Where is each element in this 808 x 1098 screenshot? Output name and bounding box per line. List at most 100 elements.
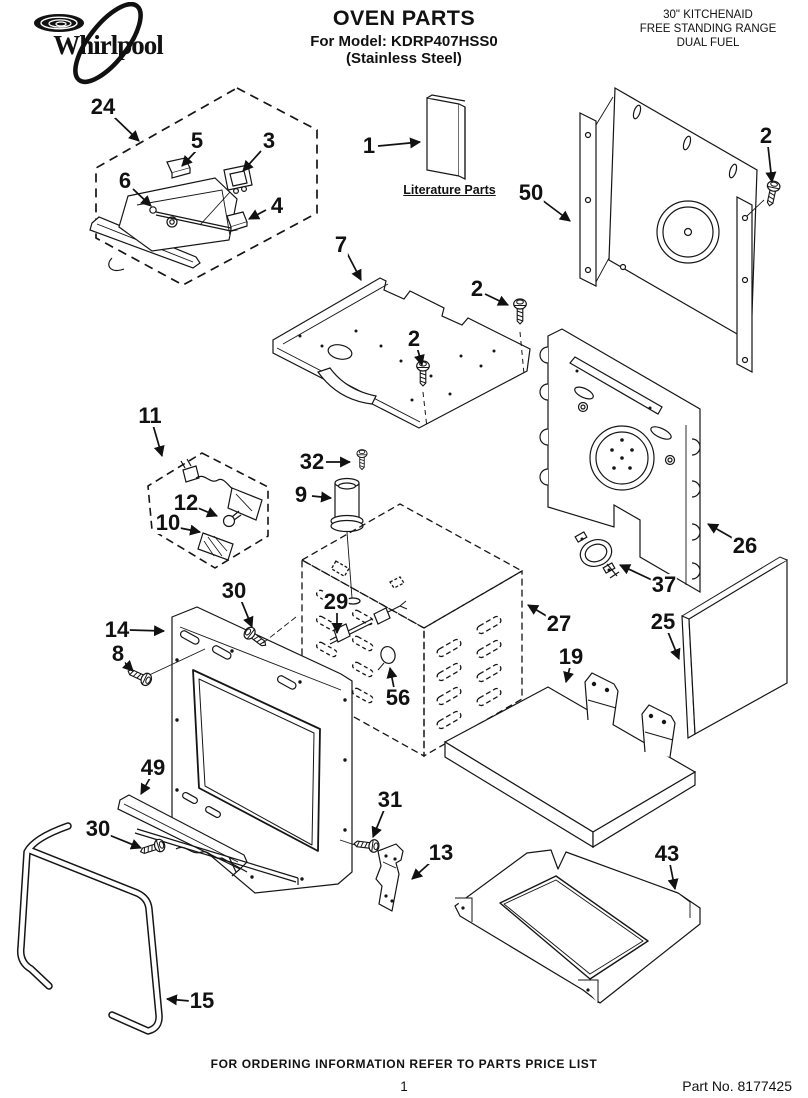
title-block: OVEN PARTS For Model: KDRP407HSS0 (Stain… [254,6,554,67]
callout-arrow-50-6 [541,199,571,222]
finish-line: (Stainless Steel) [346,50,462,67]
callout-label-49-26: 49 [139,755,167,780]
control-bracket-assembly [89,157,253,272]
part-10-lens [197,532,234,561]
callout-arrow-37-17 [618,564,653,581]
callout-arrow-1-5 [377,137,422,149]
part-number: Part No. 8177425 [682,1078,792,1094]
callout-label-9-13: 9 [293,482,309,507]
ordering-note: FOR ORDERING INFORMATION REFER TO PARTS … [210,1057,598,1071]
callout-label-56-25: 56 [384,685,412,710]
part-6-screw-head [149,206,157,214]
callout-arrow-15-31 [165,994,191,1006]
appliance-description: 30" KITCHENAID FREE STANDING RANGE DUAL … [610,8,806,50]
part-56-plug [377,645,396,671]
callout-label-30-27: 30 [84,816,112,841]
whirlpool-swirl-icon [34,14,84,32]
page-header: Whirlpool OVEN PARTS For Model: KDRP407H… [0,0,808,85]
callout-arrow-19-23 [563,666,574,684]
callout-arrow-49-26 [140,777,151,795]
callout-label-15-31: 15 [188,988,216,1013]
part-43-bottom-pan [454,849,701,1004]
callout-label-31-28: 31 [376,787,404,812]
callout-label-24-0: 24 [89,94,117,119]
callout-label-5-1: 5 [189,128,205,153]
part-11-light-shield-outline [147,452,269,569]
callout-label-6-3: 6 [117,168,133,193]
callout-label-26-16: 26 [731,533,759,558]
part-12-bulb [222,510,242,528]
callout-label-13-29: 13 [427,840,455,865]
part-31-screw [352,836,381,854]
callout-label-3-2: 3 [261,128,277,153]
part-24-control-shield-outline [95,87,318,286]
screw-30a-leader [262,616,297,644]
page-number: 1 [400,1079,408,1094]
literature-parts-caption: Literature Parts [403,183,496,197]
part-49-trim-rail [117,794,299,885]
model-line: For Model: KDRP407HSS0 [310,33,498,50]
part-2-screw-b [513,298,527,325]
callout-label-37-17: 37 [650,572,678,597]
callout-label-50-6: 50 [517,180,545,205]
callout-arrow-2-10 [414,346,425,367]
callout-label-10-15: 10 [154,510,182,535]
callout-label-11-11: 11 [137,403,163,428]
callout-arrow-10-15 [179,524,202,536]
callout-label-25-24: 25 [649,609,677,634]
callout-arrow-13-29 [411,860,433,880]
part-9-vent-tube [330,477,364,599]
callout-arrow-8-22 [122,660,134,672]
part-30-screw-b [138,837,167,859]
part-37-thermostat [574,531,620,579]
part-13-bracket [339,839,404,912]
appliance-size-brand: 30" KITCHENAID [663,9,753,21]
callout-label-27-20: 27 [545,611,573,636]
part-1-literature [426,94,466,180]
callout-arrow-56-25 [386,666,398,689]
callout-arrow-30-27 [108,834,143,850]
page-title: OVEN PARTS [332,6,476,30]
callout-arrow-11-11 [152,424,165,458]
callout-arrow-7-8 [346,252,362,281]
callout-label-43-30: 43 [653,841,681,866]
callout-arrow-25-24 [667,631,681,661]
callout-arrow-4-4 [248,209,267,220]
callout-label-29-19: 29 [322,589,350,614]
callout-arrow-24-0 [112,115,140,142]
callout-label-7-8: 7 [333,232,349,257]
callout-arrow-14-21 [128,625,166,637]
callout-arrow-31-28 [371,809,385,839]
callout-label-8-22: 8 [110,641,126,666]
callout-arrows [108,115,777,1006]
callout-label-32-12: 32 [298,449,326,474]
callout-label-1-5: 1 [361,133,377,158]
light-socket-assembly [180,458,263,561]
callout-arrow-2-9 [484,293,509,306]
callout-arrow-43-30 [667,863,679,891]
callout-arrow-2-7 [765,145,777,184]
callout-label-19-23: 19 [557,644,585,669]
callout-label-12-14: 12 [172,490,200,515]
part-32-screw [356,449,368,471]
whirlpool-oval [73,2,143,85]
part-26-oven-back-panel [539,328,701,594]
callout-label-4-4: 4 [269,193,285,218]
callout-label-2-9: 2 [469,276,485,301]
callout-arrow-9-13 [311,491,333,503]
part-25-side-panel [681,556,788,740]
callout-arrow-6-3 [132,188,152,207]
part-7-burner-box-top [272,277,531,429]
whirlpool-wordmark: Whirlpool [53,30,164,60]
whirlpool-logo: Whirlpool [34,2,165,85]
callout-label-30-18: 30 [220,578,248,603]
callout-arrow-30-18 [240,599,254,629]
callout-label-14-21: 14 [103,617,131,642]
callout-arrow-12-14 [197,507,219,518]
part-3-relay [223,164,253,195]
part-50-rear-panel [579,86,765,373]
part-2-screw-a [762,179,782,208]
part-19-shelf [443,672,697,849]
